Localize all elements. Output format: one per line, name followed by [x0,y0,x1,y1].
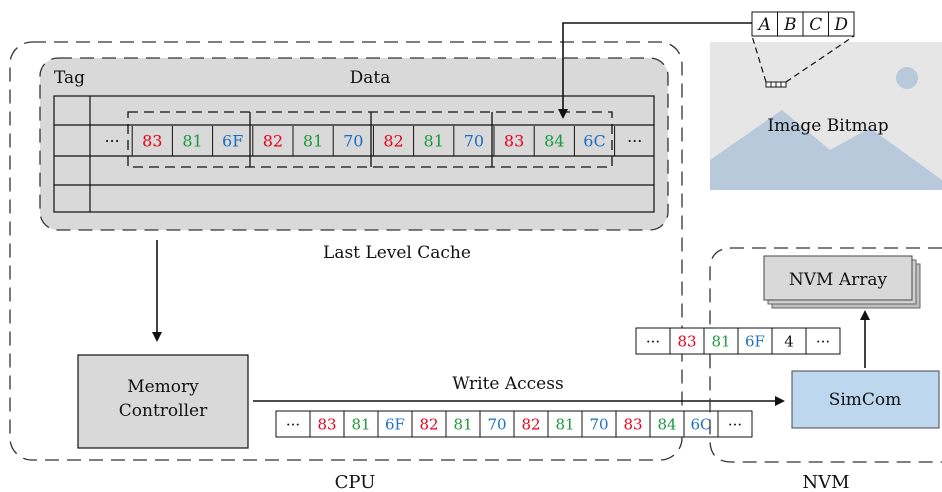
write-row-cell [615,410,651,438]
write-row-cell [445,410,481,438]
write-row-value: 70 [589,415,608,433]
image-bitmap-label: Image Bitmap [767,116,888,136]
compressed-cell [805,327,841,355]
compressed-value: ··· [646,332,660,350]
write-row-cell [649,410,685,438]
pixel-strip [765,81,787,88]
write-row-cell [343,410,379,438]
cache-tag-label: Tag [54,68,85,88]
cache-caption: Last Level Cache [323,243,471,263]
write-row-value: 6C [690,415,711,433]
memory-controller-box [77,354,249,449]
simcom-label: SimCom [829,390,902,410]
write-row-value: 81 [351,415,370,433]
write-row-value: 82 [521,415,540,433]
compressed-cell [669,327,705,355]
write-row-value: 84 [657,415,676,433]
cache-value: ··· [627,132,642,151]
cache-value: 6C [583,132,605,151]
nvm-array-box [763,255,913,301]
cache-value: 81 [424,132,444,151]
cache-value: 70 [464,132,484,151]
write-access-row: ··· 83 81 6F 82 81 70 82 81 70 83 84 6C ··· [275,410,753,438]
arrow-bitmap-to-cache [558,22,752,119]
pixel-letter-cell [828,11,855,37]
pixel-letter: A [757,15,771,35]
cache-value: 83 [504,132,524,151]
memory-controller-label-1: Memory [127,377,199,397]
compressed-cell [771,327,807,355]
cache-data-row: ··· 83 81 6F 82 81 70 82 81 70 83 84 6C ··· [104,126,642,156]
write-row-value: 81 [453,415,472,433]
memory-controller-label-2: Controller [119,401,208,421]
simcom-box [791,370,940,429]
cache-value: 83 [142,132,162,151]
write-row-value: ··· [286,415,300,433]
compressed-cell [737,327,773,355]
compressed-value: ··· [816,332,830,350]
compressed-value: 83 [677,332,696,350]
compressed-value: 4 [784,332,794,350]
cpu-label: CPU [335,472,376,492]
mountain-shape [710,110,942,190]
pixel-letter: B [783,15,797,35]
write-row-value: 83 [623,415,642,433]
write-row-value: 70 [487,415,506,433]
compressed-value: 81 [711,332,730,350]
cpu-region [9,41,683,461]
cache-block [39,57,669,231]
pixel-letter: C [809,15,822,35]
cache-value: 70 [343,132,363,151]
cache-value: 6F [222,132,243,151]
write-row-value: 82 [419,415,438,433]
write-row-cell [377,410,413,438]
cache-value: 81 [182,132,202,151]
cache-value: 84 [544,132,564,151]
write-row-value: 81 [555,415,574,433]
compressed-value: 6F [745,332,765,350]
nvm-region [709,247,942,463]
nvm-label: NVM [802,472,849,492]
cache-value: ··· [104,132,119,151]
write-row-cell [275,410,311,438]
write-row-cell [683,410,719,438]
write-row-cell [547,410,583,438]
cache-value: 81 [303,132,323,151]
write-access-label: Write Access [452,374,563,394]
write-row-cell [717,410,753,438]
write-row-value: 6F [385,415,405,433]
pixel-letter-cell [751,11,778,37]
pixel-letter-cell [777,11,804,37]
write-row-value: ··· [728,415,742,433]
pixel-letter: D [833,15,848,35]
pixel-group-outlines [127,111,613,168]
write-row-cell [479,410,515,438]
sun-shape [896,67,918,89]
write-row-value: 83 [317,415,336,433]
compressed-row: ··· 83 81 6F 4 ··· [635,327,841,355]
write-row-cell [309,410,345,438]
cache-value: 82 [263,132,283,151]
cache-table [53,95,655,213]
write-row-cell [581,410,617,438]
nvm-array-label: NVM Array [789,270,888,290]
write-row-cell [411,410,447,438]
cache-value: 82 [383,132,403,151]
cache-data-label: Data [350,68,391,88]
